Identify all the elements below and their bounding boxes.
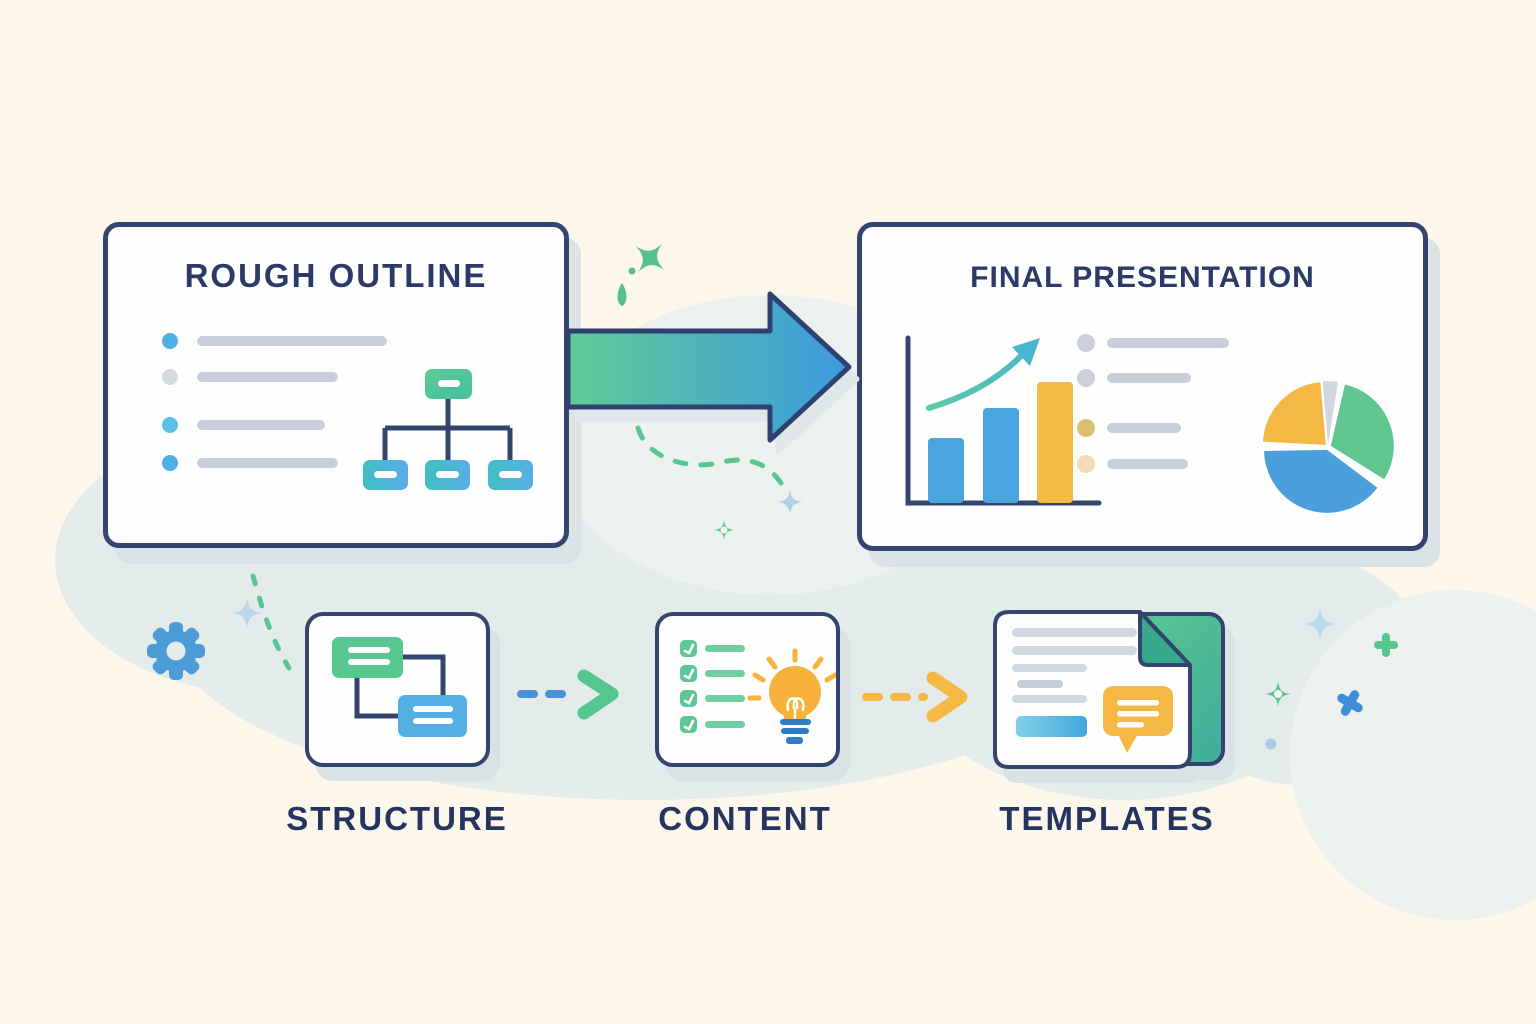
dot-decoration xyxy=(628,267,636,275)
flow-boxes-icon xyxy=(332,637,467,737)
final-presentation-title: FINAL PRESENTATION xyxy=(970,261,1315,294)
bullet-dot xyxy=(1077,334,1095,352)
teardrop-decoration xyxy=(617,283,627,306)
bullet-dot xyxy=(162,369,178,385)
bullet-text-line xyxy=(197,372,338,382)
bullet-text-line xyxy=(1107,423,1181,433)
bullet-dot xyxy=(1077,419,1095,437)
final-presentation-slide: FINAL PRESENTATION xyxy=(857,222,1428,551)
bullet-dot xyxy=(1077,455,1095,473)
document-image-block xyxy=(1016,716,1087,737)
checklist-icon xyxy=(680,640,745,733)
bar-chart-icon xyxy=(905,335,1102,506)
content-card xyxy=(655,612,840,767)
rough-outline-title: ROUGH OUTLINE xyxy=(184,257,488,294)
bullet-text-line xyxy=(197,420,325,430)
structure-card xyxy=(305,612,490,767)
templates-label: TEMPLATES xyxy=(999,800,1215,837)
bullet-text-line xyxy=(1107,373,1191,383)
bullet-dot xyxy=(162,417,178,433)
sparkle-icon xyxy=(624,232,676,284)
bullet-text-line xyxy=(1107,338,1229,348)
document-text-lines xyxy=(1012,628,1137,703)
speech-bubble-icon xyxy=(1103,686,1173,753)
structure-label: STRUCTURE xyxy=(286,800,508,837)
bullet-dot xyxy=(162,333,178,349)
bullet-dot xyxy=(1077,369,1095,387)
bullet-text-line xyxy=(1107,459,1188,469)
lightbulb-icon xyxy=(747,648,836,744)
templates-card xyxy=(993,610,1225,769)
bullet-text-line xyxy=(197,458,338,468)
pie-chart-icon xyxy=(1262,381,1394,513)
bullet-dot xyxy=(162,455,178,471)
content-label: CONTENT xyxy=(658,800,832,837)
org-chart-icon xyxy=(363,369,533,490)
folded-corner-icon xyxy=(1138,610,1192,667)
bullet-text-line xyxy=(197,336,387,346)
rough-outline-slide: ROUGH OUTLINE xyxy=(103,222,569,548)
